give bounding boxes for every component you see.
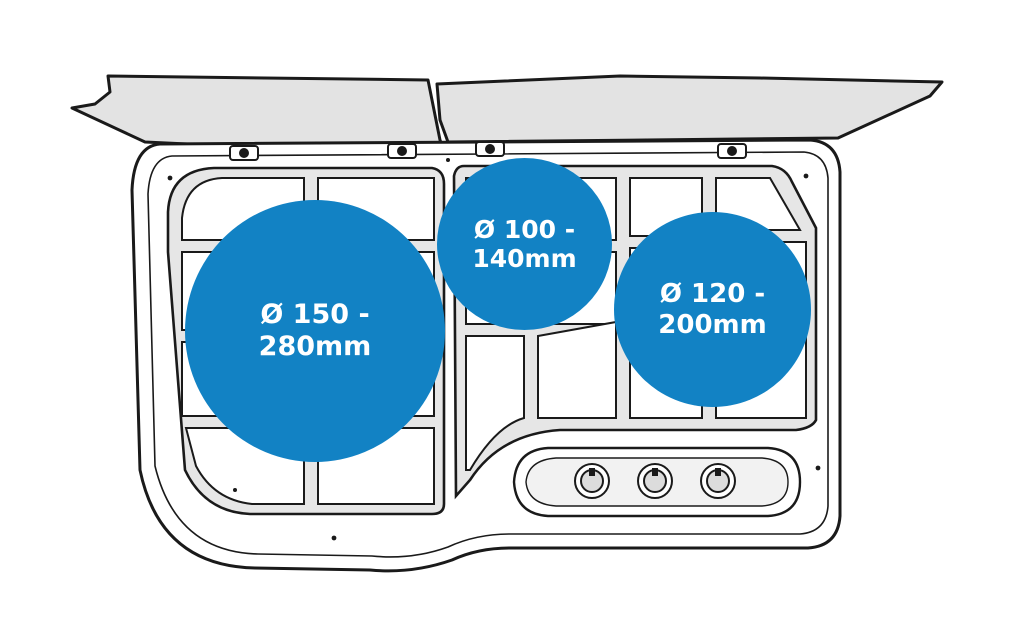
burner-medium-circle: Ø 120 - 200mm [614,212,811,407]
lid-right-panel [435,74,944,144]
burner-large-diameter: Ø 150 - [260,299,370,331]
hinge-icon [229,145,259,161]
control-knob-icon [574,463,610,499]
burner-small-circle: Ø 100 - 140mm [437,158,612,330]
control-knob-icon [700,463,736,499]
hinge-icon [717,143,747,159]
control-knob-icon [637,463,673,499]
hinge-icon [387,143,417,159]
burner-medium-unit: 200mm [658,309,767,340]
hob-inner-edge [147,151,829,558]
burner-large-label: Ø 150 - 280mm [259,299,372,363]
burner-medium-label: Ø 120 - 200mm [658,279,766,340]
burner-small-diameter: Ø 100 - [473,214,576,244]
burner-small-label: Ø 100 - 140mm [472,215,576,274]
burner-medium-diameter: Ø 120 - [659,278,766,309]
burner-large-unit: 280mm [258,331,372,362]
burner-small-unit: 140mm [472,244,577,273]
screw-icon [167,158,821,541]
lid-left-panel [70,74,446,152]
burner-large-circle: Ø 150 - 280mm [185,200,445,462]
hinge-icon [475,141,505,157]
